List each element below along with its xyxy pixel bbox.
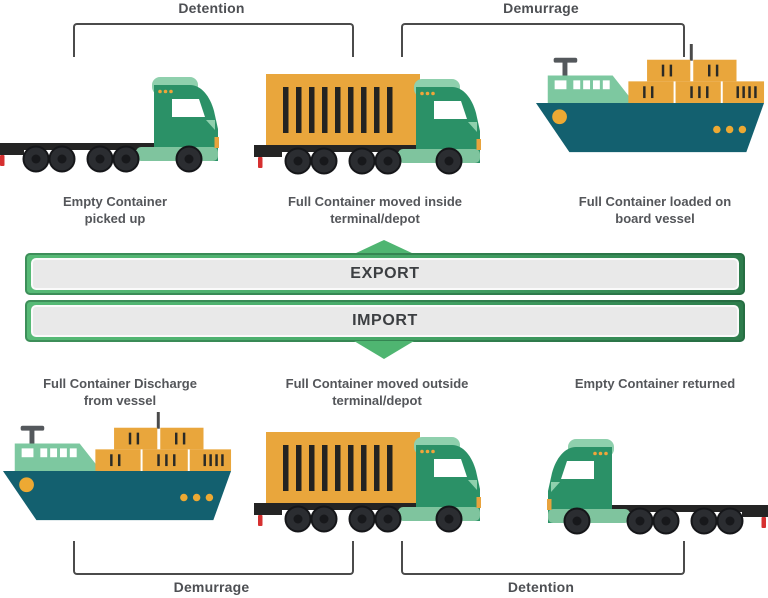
caption-line: Full Container moved inside (287, 194, 463, 209)
container-ship-icon (533, 44, 767, 160)
caption-line: terminal/depot (330, 211, 420, 227)
caption-line: Full Container loaded on (578, 194, 732, 209)
caption-line: from vessel (83, 393, 157, 409)
caption-line: terminal/depot (332, 393, 422, 409)
demurrage-bottom-bracket (73, 541, 354, 575)
flow-arrow-down (354, 341, 414, 359)
full-container-truck-icon (252, 66, 492, 178)
container-ship-icon (0, 412, 234, 528)
export-step-2-caption: Full Container moved inside terminal/dep… (255, 193, 495, 227)
caption-line: picked up (84, 211, 146, 227)
caption-line: Full Container moved outside (285, 376, 469, 391)
export-step-1-caption: Empty Container picked up (15, 193, 215, 227)
export-banner: EXPORT (25, 253, 745, 295)
demurrage-bottom-label: Demurrage (173, 579, 250, 595)
demurrage-top-label: Demurrage (503, 0, 579, 16)
caption-line: Empty Container returned (574, 376, 736, 391)
export-step-3-caption: Full Container loaded on board vessel (540, 193, 768, 227)
detention-bottom-bracket (401, 541, 685, 575)
detention-bottom-label: Detention (507, 579, 575, 595)
empty-container-truck-icon (0, 64, 234, 176)
import-banner: IMPORT (25, 300, 745, 342)
caption-line: Full Container Discharge (43, 376, 197, 391)
detention-top-label: Detention (178, 0, 245, 16)
empty-container-truck-returned-icon (532, 426, 768, 538)
import-step-1-caption: Full Container Discharge from vessel (15, 375, 225, 409)
flow-arrow-up (354, 240, 414, 254)
demurrage-top-bracket (401, 23, 685, 57)
export-banner-label: EXPORT (31, 258, 739, 290)
import-step-2-caption: Full Container moved outside terminal/de… (252, 375, 502, 409)
detention-top-bracket (73, 23, 354, 57)
full-container-truck-icon (252, 424, 492, 536)
caption-line: Empty Container (62, 194, 167, 209)
import-step-3-caption: Empty Container returned (540, 375, 768, 392)
import-banner-label: IMPORT (31, 305, 739, 337)
caption-line: board vessel (615, 211, 695, 227)
